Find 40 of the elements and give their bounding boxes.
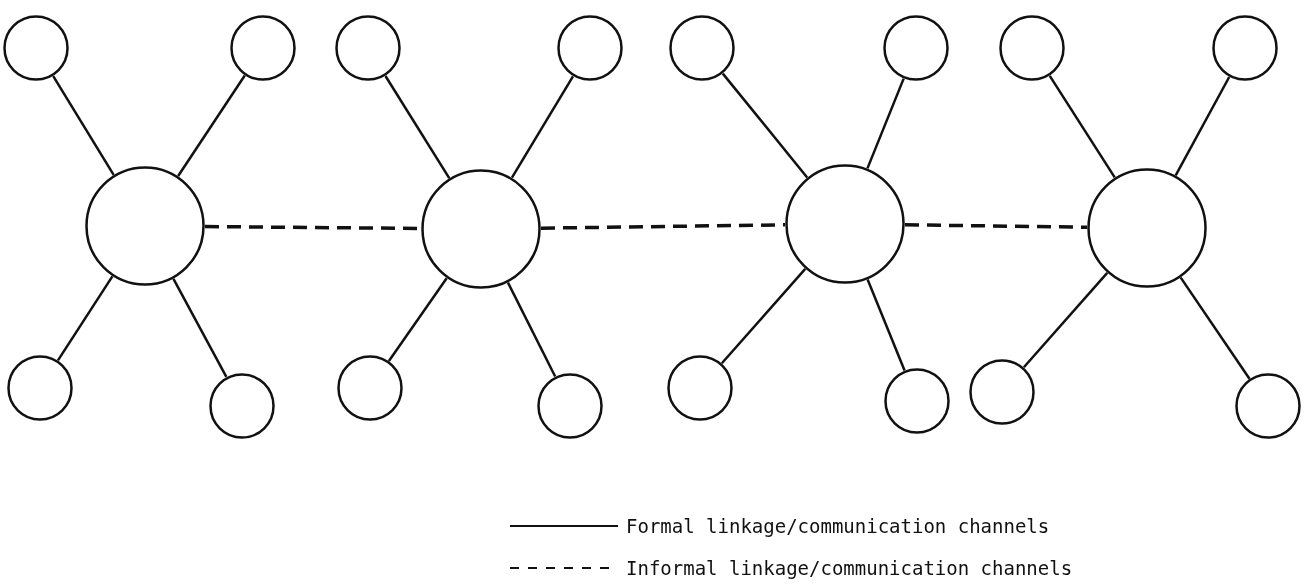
- small-circle: [1235, 373, 1301, 439]
- connector-line: [384, 75, 451, 179]
- connector-line: [1174, 76, 1231, 176]
- connector-line: [866, 78, 905, 169]
- small-circle: [230, 15, 296, 81]
- small-circle: [667, 355, 733, 421]
- small-circle: [1212, 15, 1278, 81]
- connector-line: [1179, 276, 1251, 380]
- small-circle: [337, 355, 403, 421]
- small-circle: [969, 359, 1035, 425]
- legend-label: Informal linkage/communication channels: [626, 557, 1073, 579]
- large-circle: [85, 166, 205, 286]
- connector-line: [172, 278, 228, 378]
- dashed-line: [905, 223, 1088, 229]
- small-circle: [999, 15, 1065, 81]
- small-circle: [537, 373, 603, 439]
- connector-line: [1048, 75, 1116, 179]
- small-circle: [884, 368, 950, 434]
- small-circle: [3, 15, 69, 81]
- large-circle: [1087, 168, 1207, 288]
- connector-line: [721, 72, 809, 179]
- connector-line: [866, 279, 906, 371]
- connector-line: [510, 75, 575, 179]
- small-circle: [883, 15, 949, 81]
- large-circle: [785, 164, 905, 284]
- connector-line: [52, 75, 115, 176]
- connector-line: [177, 74, 246, 177]
- connector-line: [506, 282, 557, 378]
- small-circle: [669, 15, 735, 81]
- small-circle: [209, 373, 275, 439]
- small-circle: [557, 15, 623, 81]
- connector-line: [56, 275, 114, 361]
- connector-line: [387, 277, 448, 362]
- dashed-line: [540, 223, 786, 230]
- small-circle: [335, 15, 401, 81]
- connector-line: [1022, 272, 1109, 369]
- small-circle: [7, 355, 73, 421]
- large-circle: [421, 169, 541, 289]
- connector-line: [720, 268, 807, 365]
- legend-label: Formal linkage/communication channels: [626, 515, 1050, 537]
